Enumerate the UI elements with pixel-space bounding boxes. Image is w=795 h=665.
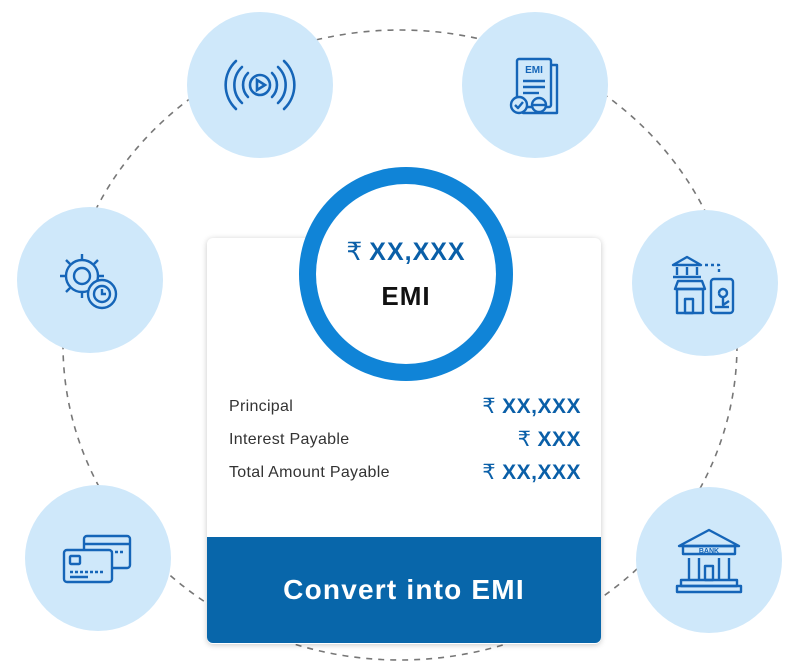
breakdown-row-interest: Interest Payable ₹XXX [229, 423, 581, 456]
interest-amount: XXX [537, 428, 581, 451]
gear-clock-bubble [17, 207, 163, 353]
total-value: ₹XX,XXX [482, 460, 581, 485]
bank-shop-mobile-bubble [632, 210, 778, 356]
breakdown-row-principal: Principal ₹XX,XXX [229, 390, 581, 423]
emi-document-bubble: EMI [462, 12, 608, 158]
interest-value: ₹XXX [518, 427, 581, 452]
gear-clock-icon [60, 254, 118, 310]
emi-amount: ₹XX,XXX [346, 237, 465, 267]
credit-cards-bubble [25, 485, 171, 631]
bank-building-bubble: BANK [636, 487, 782, 633]
rupee-symbol: ₹ [346, 237, 364, 266]
rupee-symbol: ₹ [482, 395, 497, 418]
emi-doc-text: EMI [525, 65, 543, 76]
emi-badge: ₹XX,XXX EMI [316, 184, 496, 364]
breakdown-list: Principal ₹XX,XXX Interest Payable ₹XXX … [229, 390, 581, 489]
bank-shop-mobile-icon [671, 255, 735, 315]
total-amount: XX,XXX [502, 461, 581, 484]
interest-label: Interest Payable [229, 430, 350, 448]
principal-label: Principal [229, 397, 294, 415]
rupee-symbol: ₹ [517, 428, 532, 451]
emi-amount-value: XX,XXX [369, 237, 466, 266]
broadcast-play-icon [224, 59, 296, 111]
rupee-symbol: ₹ [482, 461, 497, 484]
principal-value: ₹XX,XXX [482, 394, 581, 419]
breakdown-row-total: Total Amount Payable ₹XX,XXX [229, 456, 581, 489]
broadcast-bubble [187, 12, 333, 158]
emi-document-icon: EMI [509, 57, 559, 115]
bank-building-icon: BANK [675, 528, 743, 594]
total-label: Total Amount Payable [229, 463, 390, 481]
principal-amount: XX,XXX [502, 395, 581, 418]
emi-badge-ring: ₹XX,XXX EMI [299, 167, 513, 381]
credit-cards-icon [62, 534, 132, 584]
bank-icon-text: BANK [699, 548, 719, 555]
emi-label: EMI [381, 280, 431, 311]
convert-into-emi-button[interactable]: Convert into EMI [207, 537, 601, 643]
